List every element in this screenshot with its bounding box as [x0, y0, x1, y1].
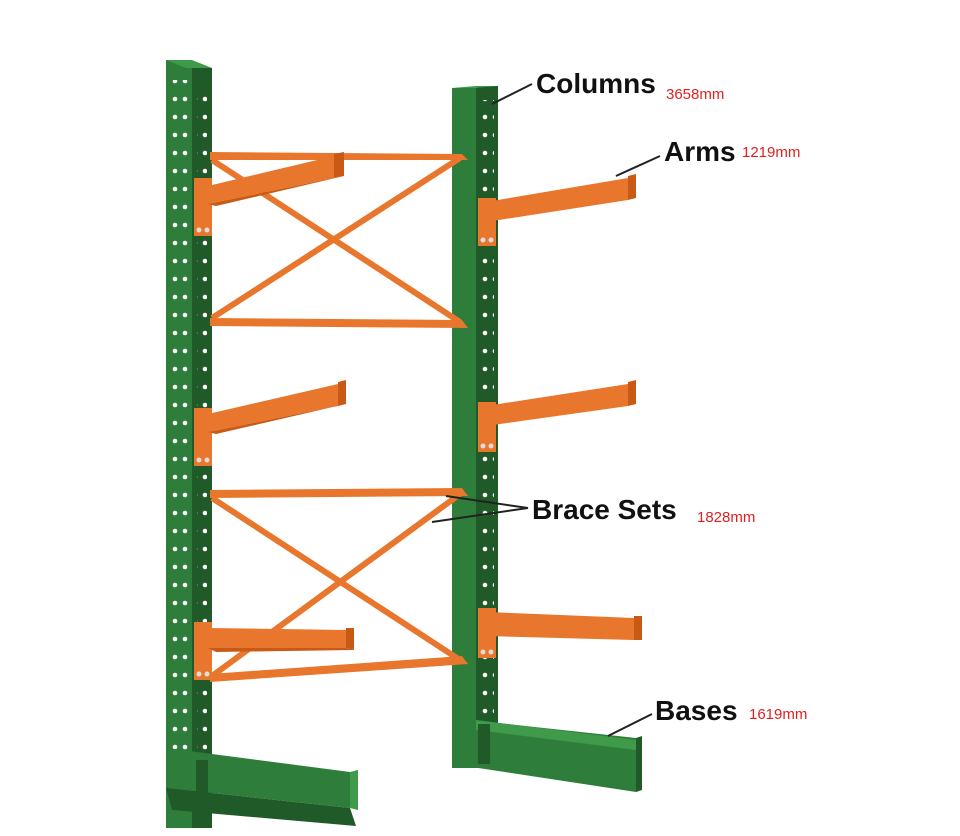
- arms-leader: [616, 156, 660, 176]
- arms-dimension: 1219mm: [742, 144, 800, 161]
- left-arm-middle: [194, 380, 346, 466]
- right-arm-bottom: [478, 608, 642, 658]
- bases-dimension: 1619mm: [749, 706, 807, 723]
- bolts: [197, 228, 494, 677]
- right-arm-middle: [478, 380, 636, 452]
- brace-sets-label: Brace Sets: [532, 494, 677, 525]
- right-arm-top: [478, 174, 636, 246]
- bases-label: Bases: [655, 695, 738, 726]
- brace-sets-dimension: 1828mm: [697, 509, 755, 526]
- arms-label: Arms: [664, 136, 736, 167]
- columns-label: Columns: [536, 68, 656, 99]
- bases-leader: [608, 714, 652, 736]
- lower-brace-set: [210, 488, 468, 682]
- columns-dimension: 3658mm: [666, 86, 724, 103]
- right-base: [452, 718, 642, 792]
